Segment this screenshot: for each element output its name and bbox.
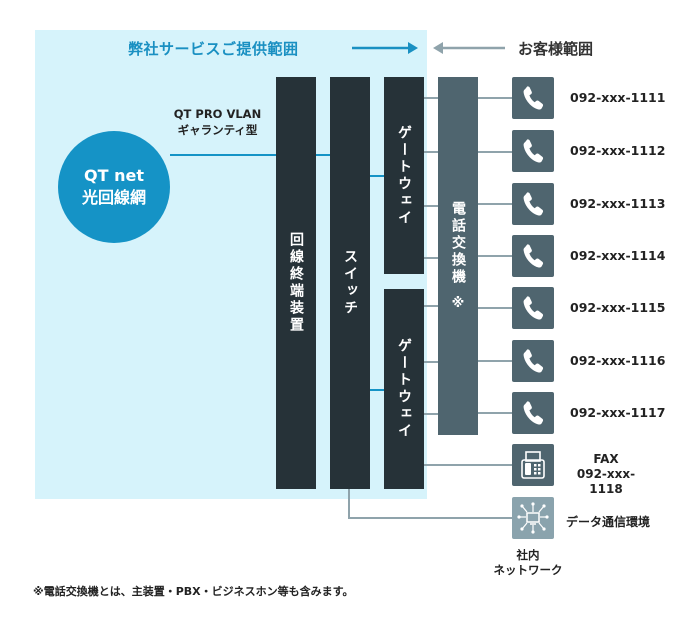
fax-label-line1: FAX bbox=[593, 452, 619, 466]
switch-label: スイッチ bbox=[342, 249, 358, 317]
phone-number: 092-xxx-1111 bbox=[570, 90, 666, 105]
lan-label: 社内 ネットワーク bbox=[483, 548, 573, 578]
phone-icon bbox=[521, 138, 545, 164]
gateway-top-label: ゲートウェイ bbox=[396, 124, 412, 227]
phone-number: 092-xxx-1114 bbox=[570, 248, 666, 263]
phone-number: 092-xxx-1113 bbox=[570, 196, 666, 211]
phone-device bbox=[512, 392, 554, 434]
fax-device bbox=[512, 444, 554, 486]
qt-net-line1: QT net bbox=[84, 166, 144, 185]
phone-icon bbox=[521, 85, 545, 111]
ont-label: 回線終端装置 bbox=[288, 232, 304, 334]
service-zone-label: 弊社サービスご提供範囲 bbox=[128, 40, 299, 58]
phone-icon bbox=[521, 243, 545, 269]
gateway-top: ゲートウェイ bbox=[384, 77, 424, 274]
exchange-label: 電話交換機 bbox=[450, 201, 466, 286]
qt-net-circle: QT net 光回線網 bbox=[58, 131, 170, 243]
network-device bbox=[512, 497, 554, 539]
vlan-label: QT PRO VLAN ギャランティ型 bbox=[160, 106, 275, 138]
phone-icon bbox=[521, 348, 545, 374]
qt-net-line2: 光回線網 bbox=[81, 188, 146, 207]
line-switch-data bbox=[348, 489, 512, 519]
phone-device bbox=[512, 130, 554, 172]
network-icon bbox=[517, 502, 549, 534]
zone-arrow-head bbox=[408, 42, 418, 54]
ont-device: 回線終端装置 bbox=[276, 77, 316, 489]
lan-label-line1: 社内 bbox=[516, 548, 540, 562]
gateway-bottom: ゲートウェイ bbox=[384, 289, 424, 489]
phone-icon bbox=[521, 191, 545, 217]
customer-zone-label: お客様範囲 bbox=[518, 40, 594, 58]
lan-label-line2: ネットワーク bbox=[493, 563, 563, 577]
phone-number: 092-xxx-1116 bbox=[570, 353, 666, 368]
footnote: ※電話交換機とは、主装置・PBX・ビジネスホン等も含みます。 bbox=[33, 585, 354, 598]
phone-number: 092-xxx-1117 bbox=[570, 405, 666, 420]
fax-label: FAX 092-xxx-1118 bbox=[566, 452, 646, 497]
customer-arrow-head bbox=[433, 42, 443, 54]
switch-device: スイッチ bbox=[330, 77, 370, 489]
phone-device bbox=[512, 183, 554, 225]
phone-icon bbox=[521, 295, 545, 321]
phone-device bbox=[512, 235, 554, 277]
exchange-device: 電話交換機 ※ bbox=[438, 77, 478, 435]
data-env-label: データ通信環境 bbox=[566, 515, 651, 529]
phone-icon bbox=[521, 400, 545, 426]
phone-number: 092-xxx-1112 bbox=[570, 143, 666, 158]
exchange-mark: ※ bbox=[451, 296, 465, 311]
phone-device bbox=[512, 340, 554, 382]
phone-device bbox=[512, 77, 554, 119]
phone-number: 092-xxx-1115 bbox=[570, 300, 666, 315]
vlan-label-line1: QT PRO VLAN bbox=[173, 107, 262, 121]
vlan-label-line2: ギャランティ型 bbox=[177, 123, 258, 137]
fax-icon bbox=[521, 451, 545, 479]
phone-device bbox=[512, 287, 554, 329]
fax-number: 092-xxx-1118 bbox=[576, 467, 636, 496]
gateway-bottom-label: ゲートウェイ bbox=[396, 338, 412, 440]
